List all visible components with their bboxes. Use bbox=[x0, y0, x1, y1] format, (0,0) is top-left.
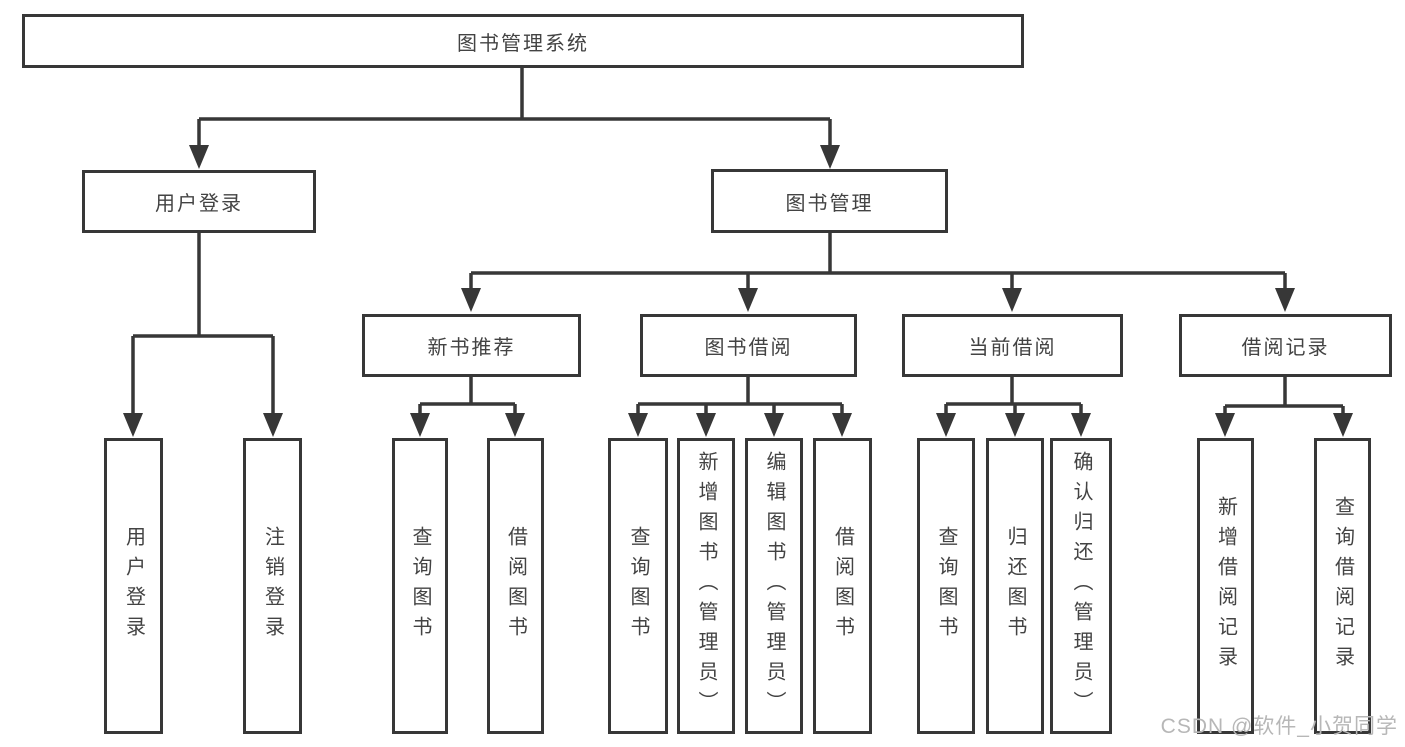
leaf-nbr-query-book: 查询图书 bbox=[392, 438, 448, 734]
node-user-login: 用户登录 bbox=[82, 170, 316, 233]
connector-lines bbox=[131, 66, 1345, 418]
leaf-bb-add-book: 新增图书（管理员） bbox=[677, 438, 735, 734]
leaf-nbr-borrow-book-label: 借阅图书 bbox=[504, 526, 527, 646]
leaf-br-query-record: 查询借阅记录 bbox=[1314, 438, 1371, 734]
leaf-cb-query-book-label: 查询图书 bbox=[935, 526, 957, 646]
leaf-bb-borrow-book-label: 借阅图书 bbox=[831, 526, 854, 646]
leaf-logout-label: 注销登录 bbox=[261, 526, 284, 646]
leaf-bb-add-book-label: 新增图书（管理员） bbox=[695, 451, 717, 721]
leaf-br-add-record: 新增借阅记录 bbox=[1197, 438, 1254, 734]
leaf-cb-return-book: 归还图书 bbox=[986, 438, 1044, 734]
node-new-book-rec-label: 新书推荐 bbox=[427, 337, 516, 359]
leaf-bb-query-book-label: 查询图书 bbox=[627, 526, 649, 646]
node-book-borrow: 图书借阅 bbox=[640, 314, 857, 377]
leaf-bb-query-book: 查询图书 bbox=[608, 438, 668, 734]
leaf-cb-query-book: 查询图书 bbox=[917, 438, 975, 734]
leaf-bb-edit-book-label: 编辑图书（管理员） bbox=[763, 451, 785, 721]
leaf-bb-borrow-book: 借阅图书 bbox=[813, 438, 872, 734]
node-current-borrow: 当前借阅 bbox=[902, 314, 1123, 377]
leaf-user-login-label: 用户登录 bbox=[122, 526, 145, 646]
leaf-cb-confirm-return-label: 确认归还（管理员） bbox=[1070, 451, 1092, 721]
leaf-logout: 注销登录 bbox=[243, 438, 302, 734]
leaf-br-query-record-label: 查询借阅记录 bbox=[1331, 496, 1354, 676]
node-current-borrow-label: 当前借阅 bbox=[968, 337, 1057, 359]
node-borrow-records-label: 借阅记录 bbox=[1241, 337, 1330, 359]
leaf-nbr-borrow-book: 借阅图书 bbox=[487, 438, 544, 734]
leaf-nbr-query-book-label: 查询图书 bbox=[409, 526, 431, 646]
node-root-label: 图书管理系统 bbox=[457, 32, 589, 55]
node-book-borrow-label: 图书借阅 bbox=[704, 337, 793, 359]
node-root: 图书管理系统 bbox=[22, 14, 1024, 68]
leaf-br-add-record-label: 新增借阅记录 bbox=[1214, 496, 1237, 676]
node-new-book-rec: 新书推荐 bbox=[362, 314, 581, 377]
node-book-mgmt-label: 图书管理 bbox=[785, 192, 874, 215]
leaf-user-login: 用户登录 bbox=[104, 438, 163, 734]
node-user-login-label: 用户登录 bbox=[155, 193, 243, 215]
leaf-cb-confirm-return: 确认归还（管理员） bbox=[1050, 438, 1112, 734]
leaf-bb-edit-book: 编辑图书（管理员） bbox=[745, 438, 803, 734]
watermark: CSDN @软件_小贺同学 bbox=[1160, 715, 1398, 738]
leaf-cb-return-book-label: 归还图书 bbox=[1004, 526, 1026, 646]
node-book-mgmt: 图书管理 bbox=[711, 169, 948, 233]
node-borrow-records: 借阅记录 bbox=[1179, 314, 1392, 377]
